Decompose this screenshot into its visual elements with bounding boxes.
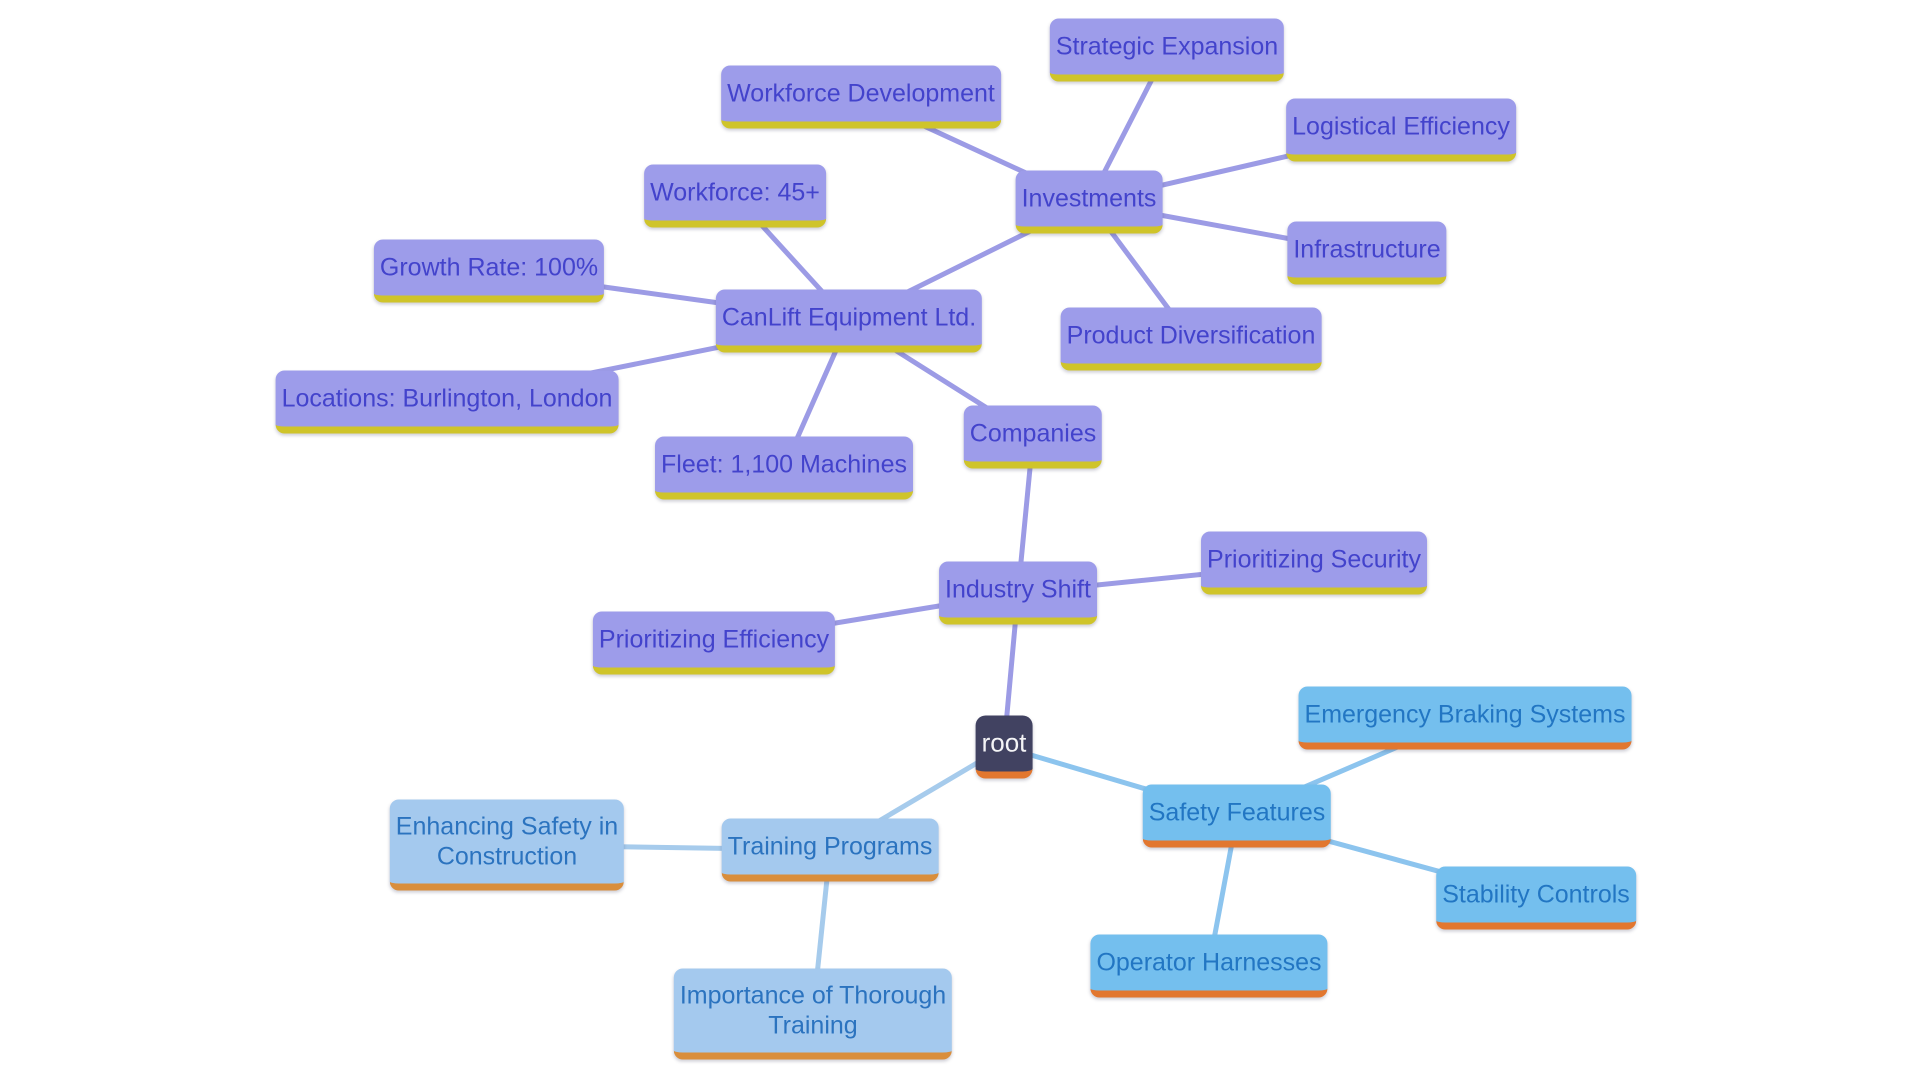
node-strategic-expansion[interactable]: Strategic Expansion: [1049, 18, 1285, 82]
node-label-canlift: CanLift Equipment Ltd.: [721, 303, 977, 332]
node-label-prioritizing-security: Prioritizing Security: [1207, 545, 1421, 574]
node-prioritizing-security[interactable]: Prioritizing Security: [1201, 531, 1427, 595]
node-canlift[interactable]: CanLift Equipment Ltd.: [715, 289, 983, 353]
node-label-workforce-45: Workforce: 45+: [650, 178, 820, 207]
node-growth-rate[interactable]: Growth Rate: 100%: [373, 239, 605, 303]
node-label-locations: Locations: Burlington, London: [281, 384, 613, 413]
node-root[interactable]: root: [975, 715, 1033, 779]
node-companies[interactable]: Companies: [963, 405, 1103, 469]
node-enhancing-safety[interactable]: Enhancing Safety in Construction: [389, 799, 625, 891]
node-product-diversification[interactable]: Product Diversification: [1060, 307, 1322, 371]
node-label-enhancing-safety: Enhancing Safety in Construction: [395, 812, 619, 871]
node-label-training-programs: Training Programs: [727, 832, 933, 861]
node-label-strategic-expansion: Strategic Expansion: [1055, 32, 1279, 61]
node-label-investments: Investments: [1021, 184, 1157, 213]
node-training-programs[interactable]: Training Programs: [721, 818, 939, 882]
node-label-root: root: [981, 727, 1027, 758]
node-label-emergency-braking: Emergency Braking Systems: [1304, 700, 1626, 729]
node-label-safety-features: Safety Features: [1148, 798, 1326, 827]
node-label-infrastructure: Infrastructure: [1293, 235, 1441, 264]
node-label-product-diversification: Product Diversification: [1066, 321, 1316, 350]
node-logistical-efficiency[interactable]: Logistical Efficiency: [1286, 98, 1516, 162]
node-label-growth-rate: Growth Rate: 100%: [379, 253, 599, 282]
node-label-operator-harnesses: Operator Harnesses: [1096, 948, 1322, 977]
node-locations[interactable]: Locations: Burlington, London: [275, 370, 619, 434]
node-workforce-dev[interactable]: Workforce Development: [721, 65, 1001, 129]
node-label-fleet: Fleet: 1,100 Machines: [661, 450, 907, 479]
node-workforce-45[interactable]: Workforce: 45+: [644, 164, 826, 228]
node-infrastructure[interactable]: Infrastructure: [1287, 221, 1447, 285]
node-investments[interactable]: Investments: [1015, 170, 1163, 234]
node-importance-training[interactable]: Importance of Thorough Training: [673, 968, 953, 1060]
node-safety-features[interactable]: Safety Features: [1142, 784, 1332, 848]
node-label-companies: Companies: [969, 419, 1097, 448]
node-stability-controls[interactable]: Stability Controls: [1436, 866, 1636, 930]
node-label-industry-shift: Industry Shift: [945, 575, 1091, 604]
node-industry-shift[interactable]: Industry Shift: [939, 561, 1097, 625]
node-emergency-braking[interactable]: Emergency Braking Systems: [1298, 686, 1632, 750]
node-label-workforce-dev: Workforce Development: [727, 79, 995, 108]
node-label-stability-controls: Stability Controls: [1442, 880, 1630, 909]
node-prioritizing-efficiency[interactable]: Prioritizing Efficiency: [592, 611, 836, 675]
node-label-prioritizing-efficiency: Prioritizing Efficiency: [598, 625, 830, 654]
node-fleet[interactable]: Fleet: 1,100 Machines: [655, 436, 913, 500]
node-label-importance-training: Importance of Thorough Training: [679, 981, 947, 1040]
node-label-logistical-efficiency: Logistical Efficiency: [1292, 112, 1510, 141]
node-operator-harnesses[interactable]: Operator Harnesses: [1090, 934, 1328, 998]
